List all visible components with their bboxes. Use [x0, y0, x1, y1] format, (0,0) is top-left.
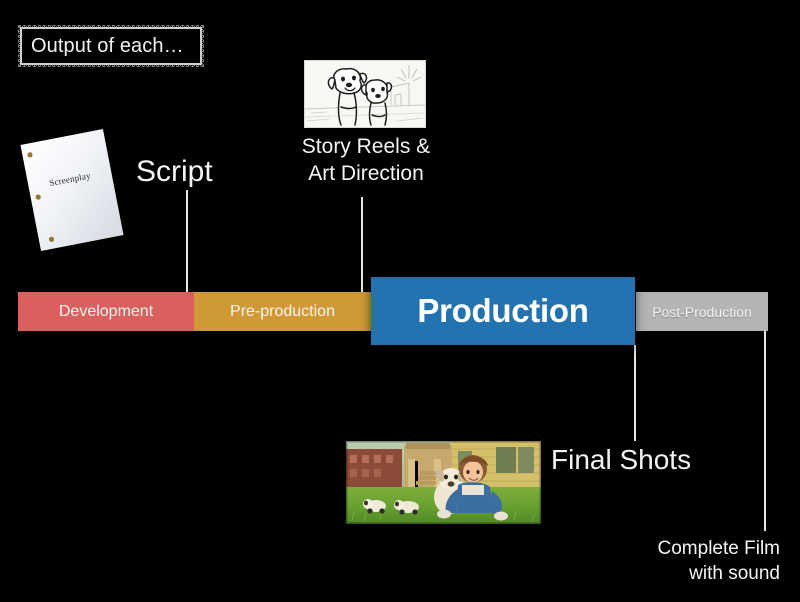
- screenplay-document-icon: Screenplay: [20, 128, 124, 252]
- timeline-segment-preproduction-label: Pre-production: [230, 302, 335, 320]
- screenplay-brad-icon: [48, 236, 55, 243]
- production-pipeline-timeline: Development Pre-production Post-Producti…: [18, 292, 768, 331]
- timeline-segment-development[interactable]: Development: [18, 292, 194, 331]
- screenplay-brad-icon: [35, 194, 42, 201]
- connector-line-story-reels: [361, 197, 363, 293]
- timeline-segment-development-label: Development: [58, 302, 154, 320]
- timeline-segment-production-label: Production: [417, 292, 589, 329]
- label-story-reels-line2: Art Direction: [308, 162, 424, 185]
- timeline-segment-postproduction[interactable]: Post-Production: [636, 292, 768, 331]
- label-story-reels: Story Reels & Art Direction: [291, 133, 441, 187]
- page-title: Output of each…: [31, 34, 184, 57]
- timeline-segment-preproduction[interactable]: Pre-production: [194, 292, 371, 331]
- label-final-shots: Final Shots: [551, 444, 692, 475]
- timeline-segment-postproduction-label: Post-Production: [652, 303, 752, 320]
- title-box: Output of each…: [18, 25, 204, 67]
- connector-line-script: [186, 190, 188, 293]
- screenplay-caption: Screenplay: [48, 170, 92, 189]
- screenplay-brad-icon: [27, 151, 33, 158]
- connector-line-complete-film: [764, 331, 766, 531]
- storyboard-sketch-icon: [304, 60, 426, 128]
- label-complete-film: Complete Film with sound: [636, 536, 780, 586]
- timeline-segment-production[interactable]: Production: [371, 277, 635, 345]
- label-script: Script: [136, 155, 213, 188]
- label-story-reels-line1: Story Reels &: [301, 135, 431, 158]
- final-shot-still-image: [346, 441, 541, 524]
- screenplay-page: Screenplay: [20, 128, 124, 252]
- label-complete-film-line1: Complete Film: [657, 538, 780, 559]
- connector-line-final-shots: [634, 345, 636, 441]
- label-complete-film-line2: with sound: [689, 563, 780, 584]
